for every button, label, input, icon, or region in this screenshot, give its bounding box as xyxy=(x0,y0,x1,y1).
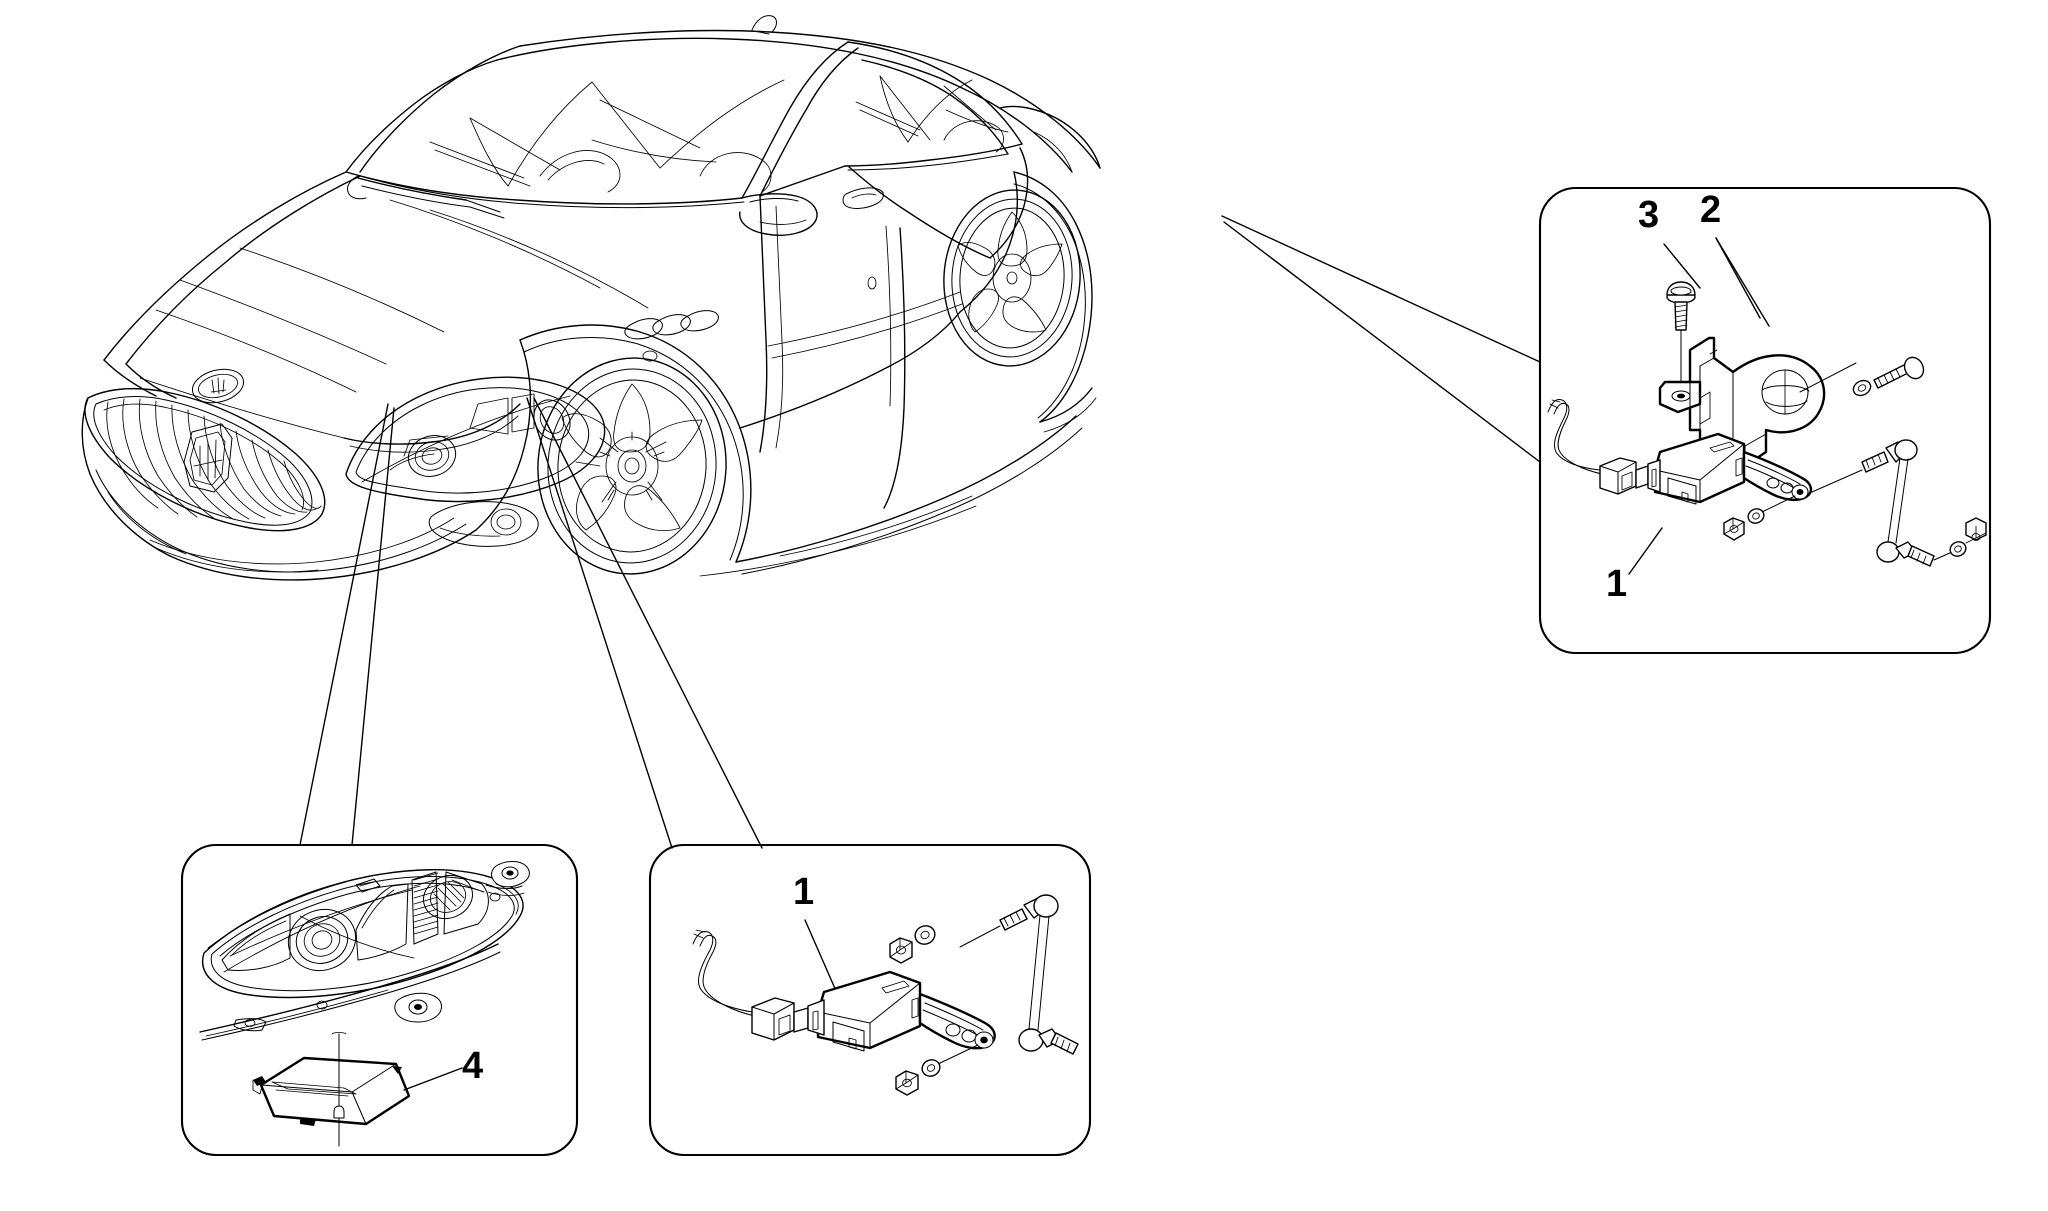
bracket-mount-screw xyxy=(1799,356,1925,397)
lower-nut-washer xyxy=(895,1044,979,1096)
fixing-screw-3 xyxy=(1666,281,1696,401)
headlight-panel xyxy=(180,843,579,1157)
rear-suspension-sensor-panel xyxy=(1538,186,1992,655)
levelling-sensor-1 xyxy=(1547,399,1813,505)
front-link-rod xyxy=(999,894,1079,1055)
levelling-sensor-body xyxy=(807,970,996,1052)
headlight-control-unit-4 xyxy=(252,1032,463,1147)
callout-3: 3 xyxy=(1638,194,1660,236)
callout-1-front: 1 xyxy=(793,871,815,913)
link-rod-assembly xyxy=(1811,439,1987,567)
leader-lines xyxy=(299,215,1541,849)
callout-1-rear: 1 xyxy=(1606,563,1628,605)
callout-4: 4 xyxy=(462,1045,484,1087)
front-suspension-sensor-panel xyxy=(648,843,1092,1157)
sensor-arm-nut-washer xyxy=(1723,495,1796,541)
vehicle-outline xyxy=(81,15,1101,581)
sensor-support-bracket-2 xyxy=(1658,336,1826,468)
upper-nut-washer xyxy=(889,925,1001,964)
callout-2: 2 xyxy=(1700,189,1722,231)
